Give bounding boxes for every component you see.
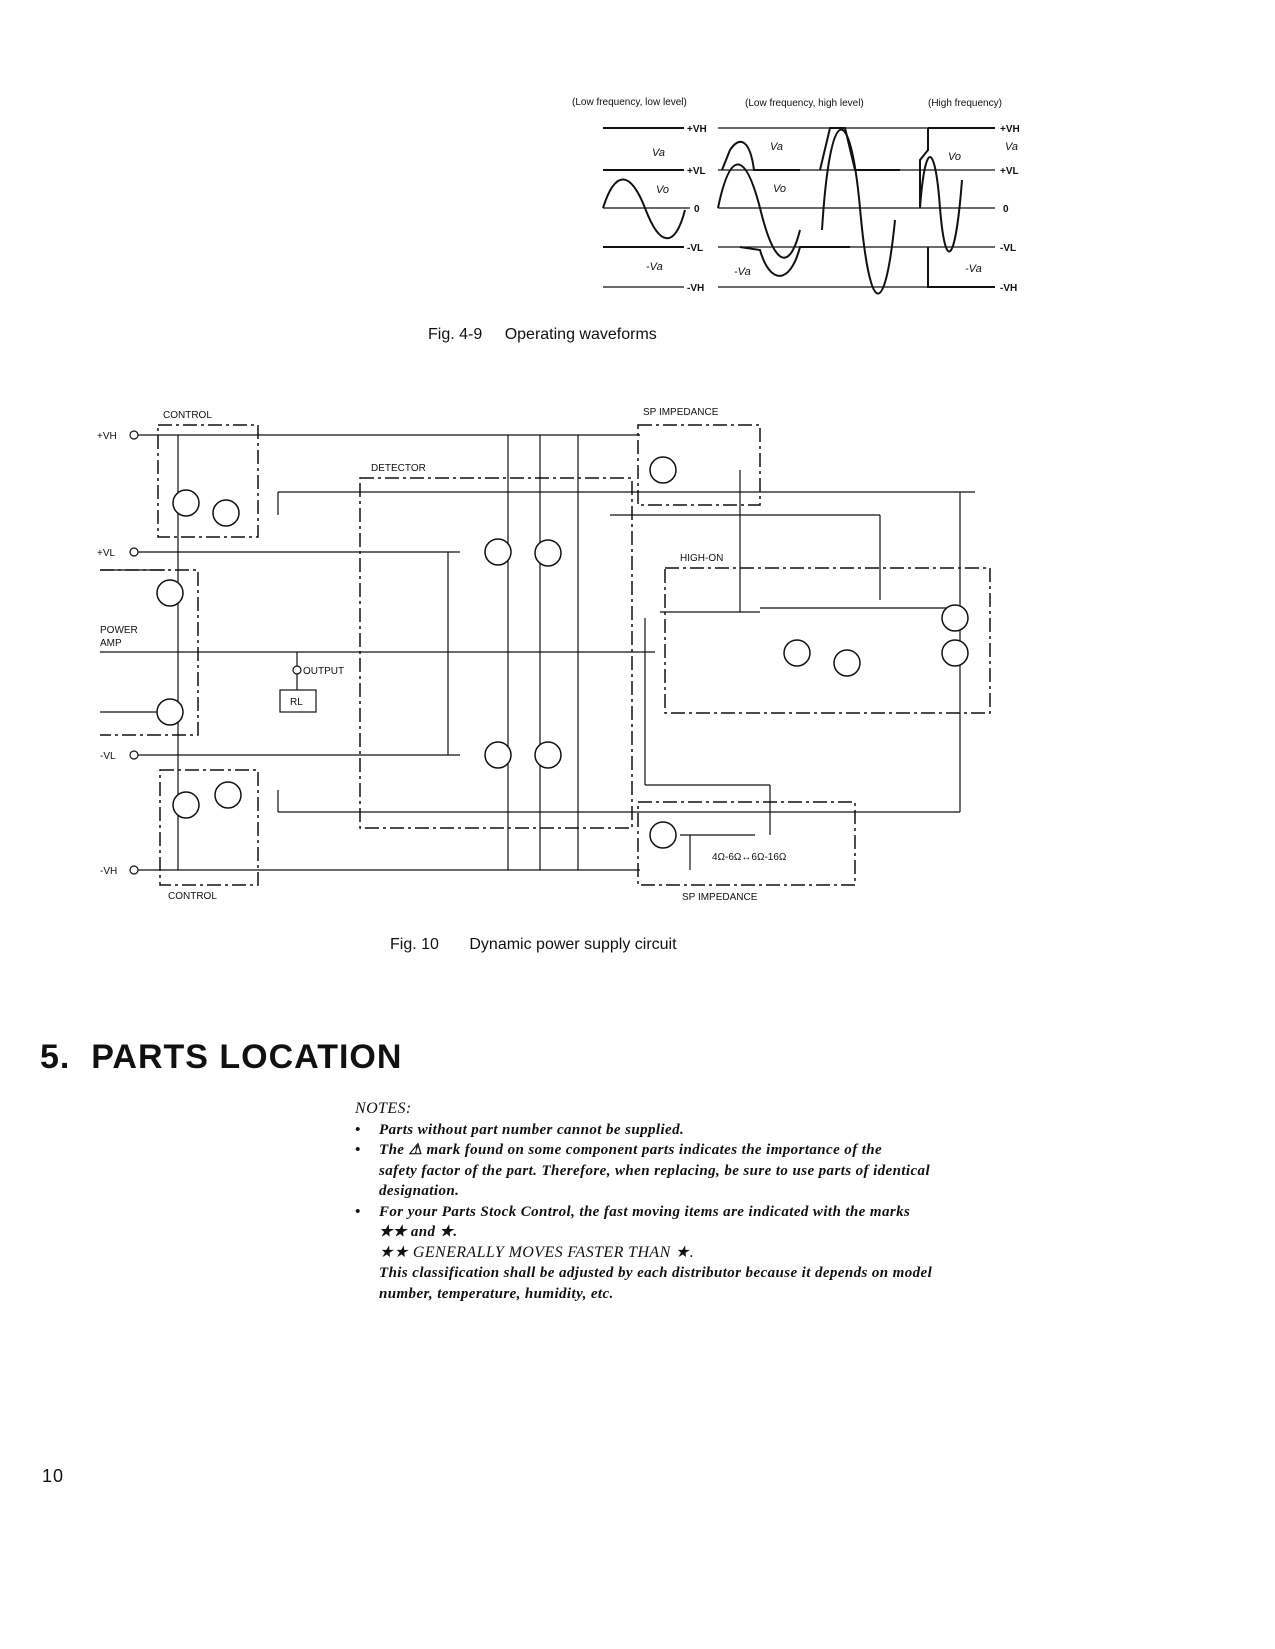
level-label: -VL — [1000, 243, 1016, 254]
level-label: 0 — [694, 204, 700, 215]
level-label: -VH — [1000, 283, 1017, 294]
caption-text: Operating waveforms — [504, 326, 657, 343]
dashed-blocks — [100, 424, 991, 886]
sp-impedance-block-top — [637, 424, 761, 506]
dynamic-power-supply-circuit: CONTROL CONTROL SP IMPEDANCE SP IMPEDANC… — [97, 407, 991, 903]
level-label: +VL — [687, 166, 706, 177]
label-output: OUTPUT — [303, 666, 344, 677]
signal-label: Va — [652, 147, 665, 159]
panel-title-low-low: (Low frequency, low level) — [572, 97, 687, 108]
label-rl: RL — [290, 697, 303, 708]
control-block-bottom — [159, 769, 259, 886]
note-line: For your Parts Stock Control, the fast m… — [379, 1203, 911, 1220]
sp-impedance-block-bottom — [637, 801, 856, 886]
note-line: The ⚠ mark found on some component parts… — [379, 1142, 883, 1158]
signal-label: Vo — [948, 151, 961, 163]
bullet: • — [355, 1203, 361, 1220]
circuit-wires — [100, 434, 975, 871]
signal-label: -Va — [734, 266, 751, 278]
notes-block: NOTES: • Parts without part number canno… — [355, 1099, 1055, 1304]
panel-title-low-high: (Low frequency, high level) — [745, 98, 864, 109]
label-power-amp: AMP — [100, 638, 122, 649]
label-sp-impedance-bottom: SP IMPEDANCE — [682, 892, 758, 903]
note-item: • For your Parts Stock Control, the fast… — [355, 1202, 1055, 1305]
level-label: -VH — [687, 283, 704, 294]
waveforms — [602, 127, 995, 295]
figure-caption-10: Fig. 10 Dynamic power supply circuit — [390, 936, 677, 954]
signal-label: Va — [770, 141, 783, 153]
note-line: This classification shall be adjusted by… — [379, 1265, 933, 1281]
label-vh-neg: -VH — [100, 866, 117, 877]
terminal-vl-pos — [129, 547, 139, 557]
note-item: • The ⚠ mark found on some component par… — [355, 1140, 1055, 1202]
figure-caption-4-9: Fig. 4-9 Operating waveforms — [428, 326, 657, 344]
panel-title-high-freq: (High frequency) — [928, 98, 1002, 109]
label-sp-impedance-top: SP IMPEDANCE — [643, 407, 719, 418]
caption-text: Dynamic power supply circuit — [469, 936, 677, 953]
transistor-icons — [156, 456, 969, 849]
note-line: number, temperature, humidity, etc. — [379, 1285, 614, 1302]
signal-label: -Va — [646, 261, 663, 273]
label-control-bottom: CONTROL — [168, 891, 217, 902]
signal-label: -Va — [965, 263, 982, 275]
label-vl-pos: +VL — [97, 548, 116, 559]
load-resistor-rl — [279, 689, 317, 713]
signal-label: Vo — [773, 183, 786, 195]
label-control-top: CONTROL — [163, 410, 212, 421]
label-high-on: HIGH-ON — [680, 553, 723, 564]
note-item: • Parts without part number cannot be su… — [355, 1120, 1055, 1141]
level-label: +VH — [687, 124, 707, 135]
detector-block — [359, 477, 633, 829]
label-power-amp: POWER — [100, 625, 138, 636]
notes-heading: NOTES: — [355, 1100, 412, 1117]
output-terminal — [292, 665, 302, 675]
note-line: ★★ GENERALLY MOVES FASTER THAN ★. — [379, 1243, 695, 1261]
terminal-vh-pos — [129, 430, 139, 440]
label-impedance-switch: 4Ω-6Ω↔6Ω-16Ω — [712, 852, 787, 863]
note-line: Parts without part number cannot be supp… — [379, 1121, 685, 1138]
note-line: ★★ and ★. — [379, 1224, 458, 1240]
level-label: -VL — [687, 243, 703, 254]
section-heading: 5. PARTS LOCATION — [40, 1038, 403, 1076]
note-line: designation. — [379, 1183, 460, 1199]
caption-number: Fig. 10 — [390, 936, 439, 953]
caption-number: Fig. 4-9 — [428, 326, 483, 343]
high-on-block — [664, 567, 991, 714]
signal-label: Va — [1005, 141, 1018, 153]
note-line: safety factor of the part. Therefore, wh… — [379, 1162, 931, 1179]
label-vl-neg: -VL — [100, 751, 116, 762]
power-amp-block — [100, 569, 199, 736]
terminal-vh-neg — [129, 865, 139, 875]
bullet: • — [355, 1121, 361, 1138]
label-vh-pos: +VH — [97, 431, 117, 442]
level-label: +VL — [1000, 166, 1019, 177]
label-detector: DETECTOR — [371, 463, 426, 474]
page-number: 10 — [42, 1466, 65, 1486]
bullet: • — [355, 1142, 361, 1158]
control-block-top — [157, 424, 259, 538]
signal-label: Vo — [656, 184, 669, 196]
level-label: +VH — [1000, 124, 1020, 135]
operating-waveforms-figure: (Low frequency, low level) (Low frequenc… — [572, 97, 1020, 295]
terminal-vl-neg — [129, 750, 139, 760]
level-label: 0 — [1003, 204, 1009, 215]
